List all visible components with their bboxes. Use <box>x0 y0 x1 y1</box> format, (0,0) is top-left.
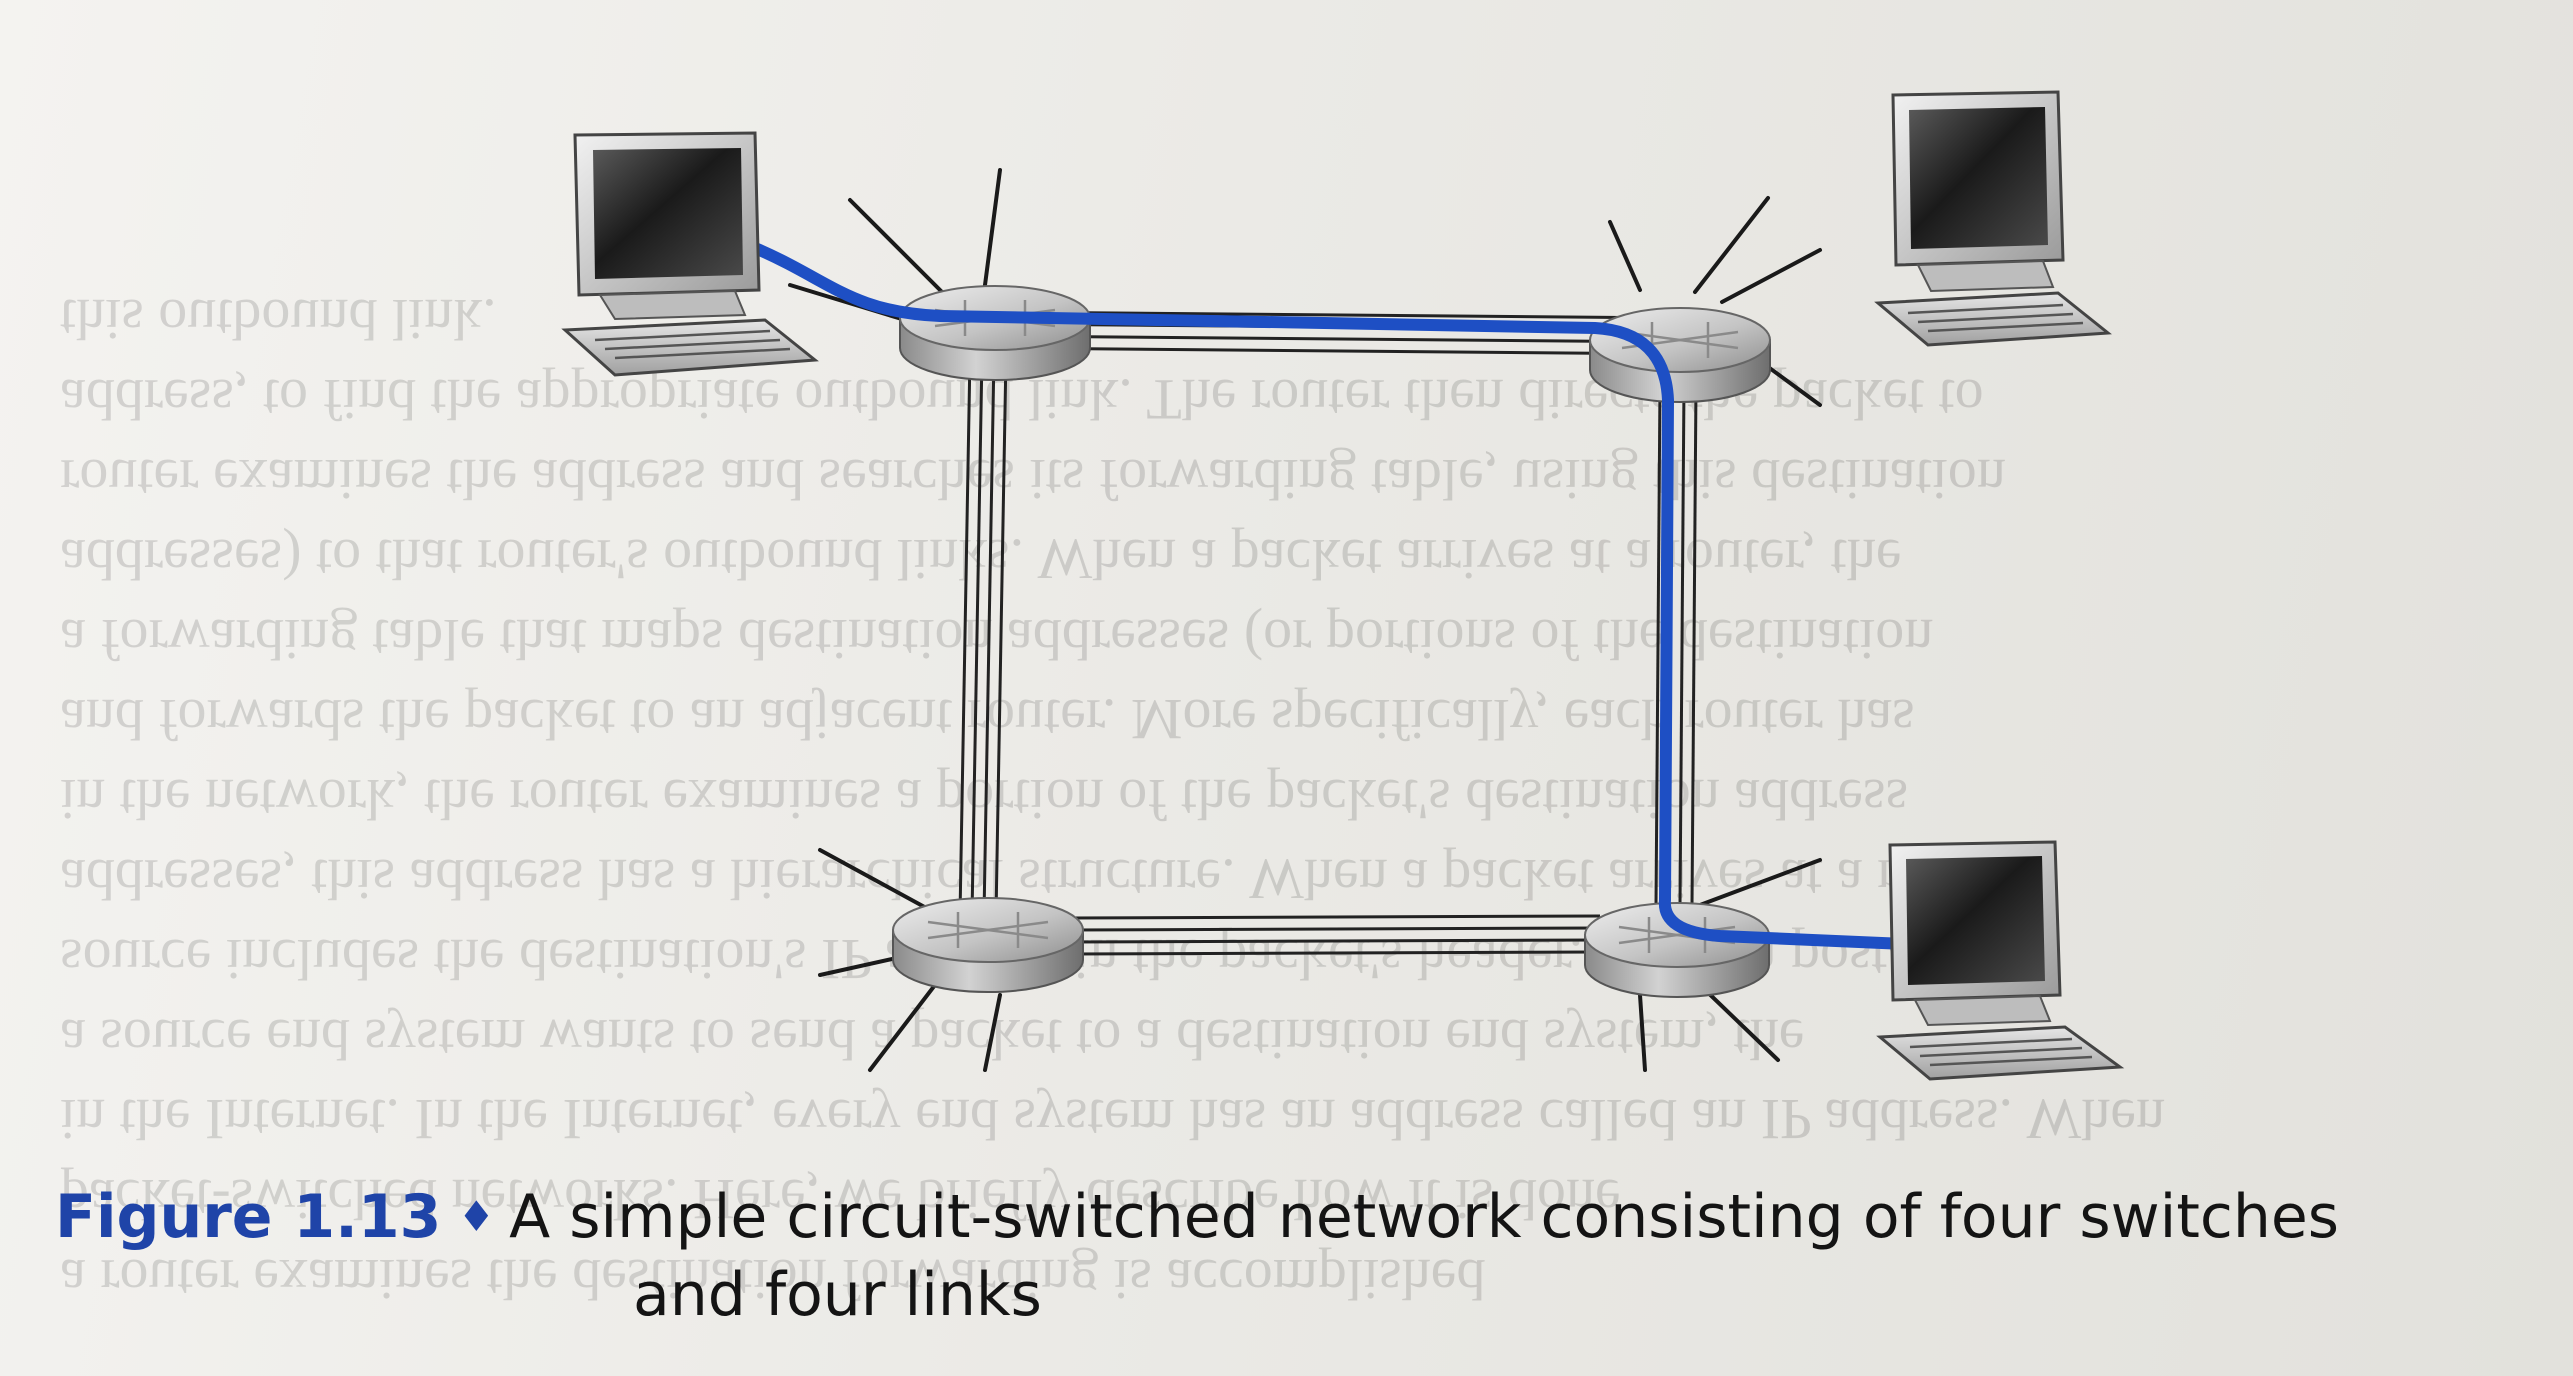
host-computer-top-left <box>561 131 819 377</box>
figure-label: Figure 1.13 <box>55 1182 442 1252</box>
figure-caption: Figure 1.13 ♦ A simple circuit-switched ne… <box>55 1178 2535 1334</box>
host-computer-bottom-right <box>1876 840 2125 1081</box>
caption-separator: ♦ <box>457 1192 496 1241</box>
host-computer-top-right <box>1874 90 2112 347</box>
switch-bottom-right <box>1584 902 1770 998</box>
switch-top-left <box>899 285 1091 381</box>
caption-text-line2: and four links <box>633 1260 1042 1330</box>
link-left <box>958 354 1008 916</box>
link-bottom <box>1069 914 1601 956</box>
switch-bottom-left <box>892 897 1084 993</box>
caption-text-line1: A simple circuit-switched network consis… <box>509 1182 2340 1252</box>
dedicated-circuit-path <box>749 242 1911 950</box>
switch-top-right <box>1589 307 1771 403</box>
